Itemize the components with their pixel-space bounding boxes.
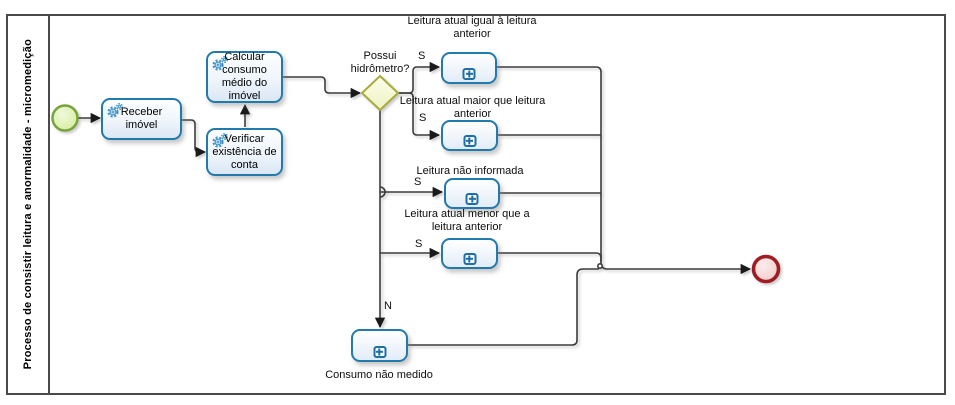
merge-junction-dot — [596, 262, 603, 269]
task-label: Verificar existência de conta — [212, 132, 277, 171]
flow-calcular-to-gateway — [283, 76, 362, 99]
subprocess-leitura-nao-informada[interactable] — [444, 178, 500, 209]
task-verificar-conta[interactable]: Verificar existência de conta — [206, 128, 283, 176]
condition-label-s2: S — [419, 112, 427, 124]
subprocess-label-nao-informada: Leitura não informada — [416, 165, 524, 177]
subprocess-plus-icon — [463, 135, 476, 147]
task-label: Receber imóvel — [120, 106, 163, 131]
task-receber-imovel[interactable]: Receber imóvel — [101, 98, 182, 140]
gateway-label: Possui hidrômetro? — [350, 50, 410, 75]
subprocess-label-maior: Leitura atual maior que leitura anterior — [399, 95, 546, 120]
subprocess-leitura-maior[interactable] — [441, 120, 498, 151]
condition-label-n: N — [384, 300, 392, 312]
subprocess-label-menor: Leitura atual menor que a leitura anteri… — [404, 208, 530, 233]
subprocess-plus-icon — [373, 346, 386, 358]
subprocess-leitura-igual[interactable] — [441, 52, 497, 84]
subprocess-plus-icon — [465, 193, 479, 205]
flow-igual-to-merge — [497, 66, 602, 262]
start-event[interactable] — [51, 104, 79, 132]
service-gear-icon — [212, 55, 229, 71]
exclusive-gateway[interactable] — [360, 74, 400, 112]
subprocess-label-igual: Leitura atual igual à leitura anterior — [407, 15, 537, 40]
branch-hop-arc — [379, 186, 386, 198]
task-calcular-consumo[interactable]: Calcular consumo médio do imóvel — [206, 51, 283, 103]
flow-naomedido-to-merge — [408, 268, 599, 346]
task-label: Calcular consumo médio do imóvel — [221, 51, 268, 102]
condition-label-s4: S — [415, 238, 423, 250]
subprocess-plus-icon — [463, 253, 476, 265]
subprocess-consumo-nao-medido[interactable] — [351, 329, 408, 362]
condition-label-s1: S — [418, 50, 426, 62]
subprocess-plus-icon — [462, 68, 476, 80]
subprocess-label-nao-medido: Consumo não medido — [325, 369, 433, 381]
end-event[interactable] — [751, 254, 781, 284]
flow-gateway-to-maior — [397, 92, 441, 141]
service-gear-icon — [212, 132, 229, 148]
service-gear-icon — [107, 102, 124, 118]
subprocess-leitura-menor[interactable] — [441, 238, 498, 269]
condition-label-s3: S — [414, 176, 422, 188]
flow-merge-to-end — [600, 261, 752, 275]
flow-receber-to-verificar — [182, 119, 207, 158]
pool-label-band[interactable]: Processo de consistir leitura e anormali… — [8, 16, 50, 393]
flow-menor-to-merge — [498, 252, 602, 262]
